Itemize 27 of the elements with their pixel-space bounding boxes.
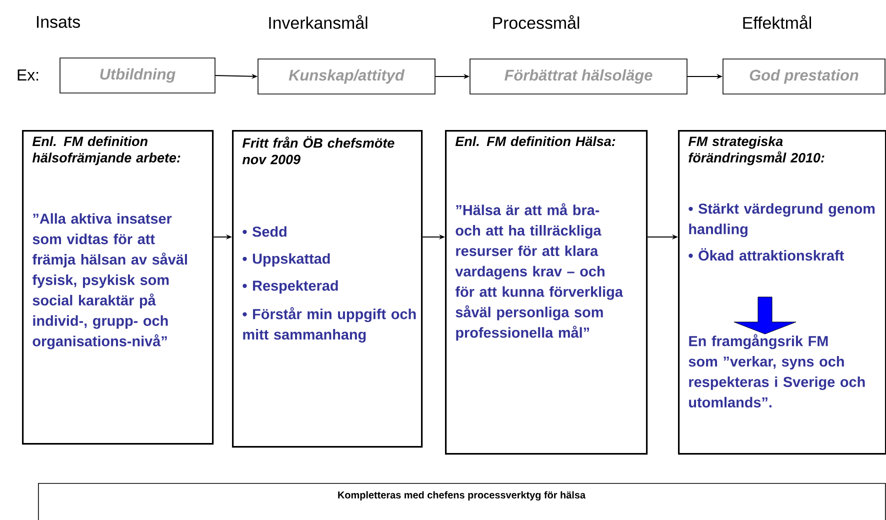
process-box: Kunskap/attityd (258, 58, 436, 94)
note-box: Kompletteras med chefens processverktyg för hälsa (38, 483, 886, 520)
process-box: Förbättrat hälsoläge (470, 58, 688, 94)
heading-text: Enl. FM definition hälsofrämjande arbete: (32, 136, 180, 166)
column-heading: Effektmål (743, 15, 811, 29)
heading-text: FM strategiska förändringsmål 2010: (688, 136, 824, 166)
body-text: • Sedd (242, 226, 286, 237)
example-label: Ex: (18, 70, 38, 80)
body-text: • Stärkt värdegrund genom handling (688, 203, 875, 238)
text-box (22, 130, 214, 445)
text-box (445, 130, 648, 455)
column-heading: Insats (36, 16, 80, 28)
column-heading: Inverkansmål (269, 15, 368, 29)
heading-text: Fritt från ÖB chefsmöte nov 2009 (242, 136, 394, 164)
body-text: • Ökad attraktionskraft (688, 248, 844, 261)
body-text: • Respekterad (242, 280, 338, 294)
body-text: ”Hälsa är att må bra- och att ha tillräckliga resurser för att klara vardagens krav – och för att kunna förverkliga såväl personliga som professionella mål” (455, 203, 624, 341)
process-box: God prestation (722, 58, 886, 94)
text-box (232, 130, 423, 448)
body-text: • Förstår min uppgift och mitt sammanhang (242, 307, 416, 343)
body-text: ”Alla aktiva insatser som vidtas för att främja hälsan av såväl fysisk, psykisk som social karaktär på individ-, grupp- och organisations-nivå” (32, 213, 187, 350)
text-box (678, 130, 886, 455)
body-text: • Uppskattad (242, 253, 330, 267)
process-box: Utbildning (60, 58, 216, 94)
body-text: En framgångsrik FM som ”verkar, syns och respekteras i Sverige och utomlands”. (688, 334, 865, 408)
column-heading: Processmål (493, 15, 580, 29)
heading-text: Enl. FM definition Hälsa: (455, 136, 616, 146)
